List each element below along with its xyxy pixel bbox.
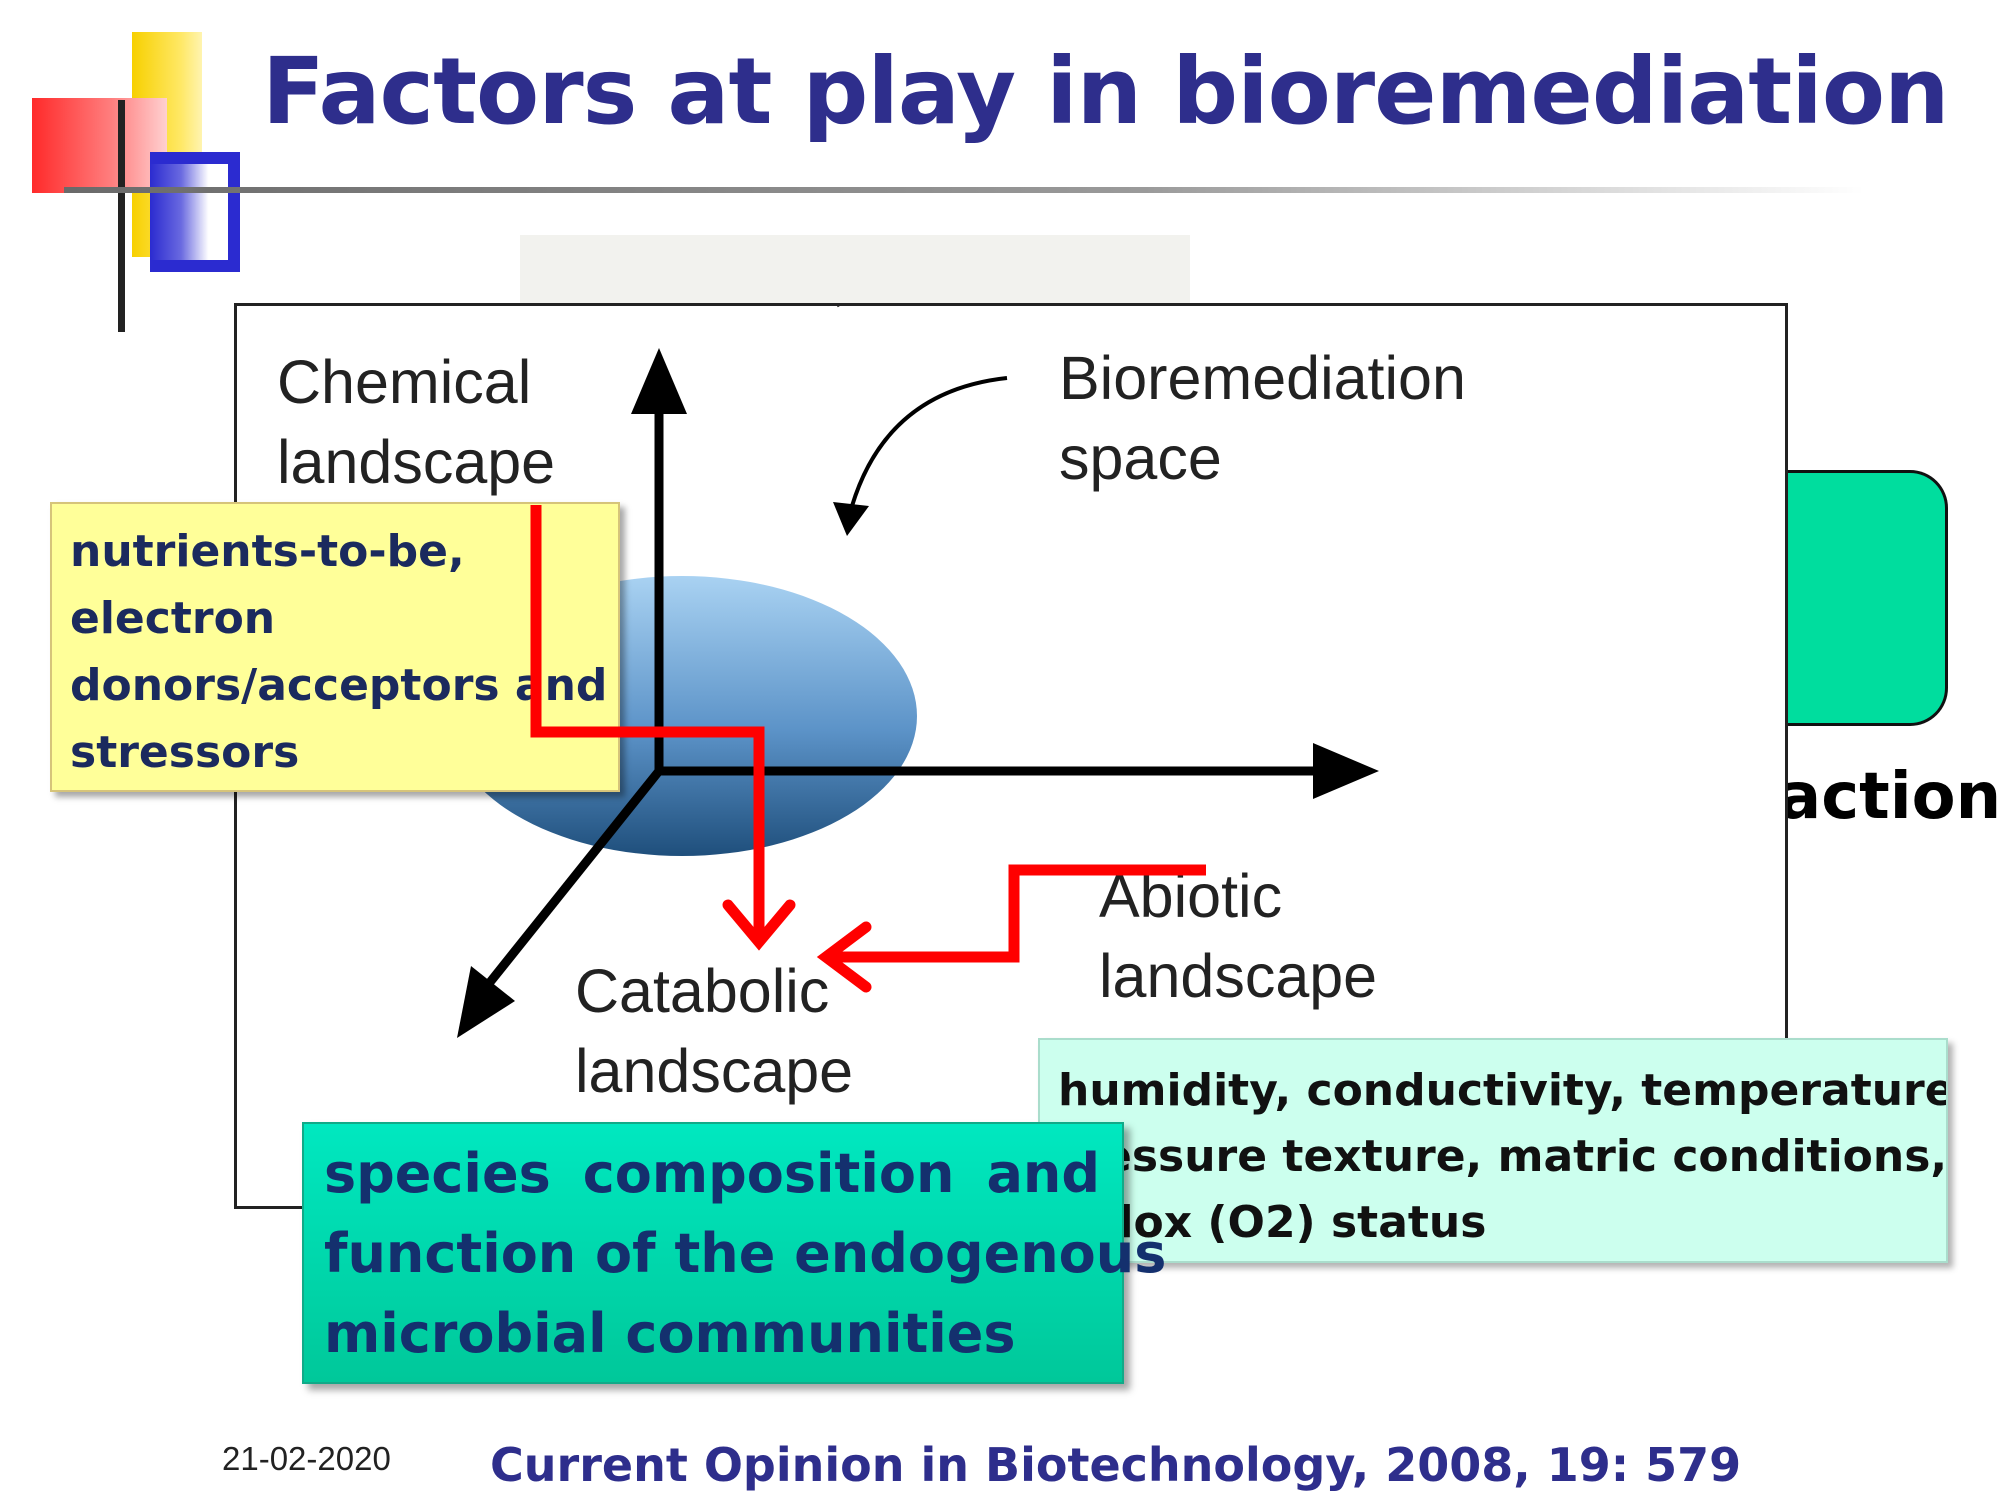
chemical-arrowhead: [722, 899, 796, 951]
abiotic-to-catabolic-arrow: [830, 864, 1206, 963]
abiotic-callout-line: humidity, conductivity, temperature,: [1058, 1065, 1948, 1116]
abiotic-callout-line: essure texture, matric conditions,: [1102, 1131, 1948, 1182]
chemical-callout-line: stressors: [70, 727, 300, 778]
slide-date: 21-02-2020: [222, 1440, 391, 1477]
abiotic-callout-box: humidity, conductivity, temperature, ess…: [1038, 1038, 1948, 1263]
x-axis-arrowhead: [1313, 743, 1379, 799]
y-axis-arrowhead: [631, 348, 687, 414]
catabolic-landscape-label: Catabolic landscape: [575, 957, 854, 1105]
deco-blue-square: [150, 152, 240, 272]
title-rule: [64, 187, 1864, 193]
catabolic-callout-line: function of the endogenous: [324, 1222, 1167, 1285]
background-partial-text: action: [1778, 760, 2000, 834]
catabolic-callout-line: species composition and: [324, 1142, 1100, 1205]
chemical-callout-line: nutrients-to-be,: [70, 526, 465, 577]
bioremediation-pointer-head: [833, 502, 869, 536]
deco-red-square: [32, 98, 167, 193]
bioremediation-space-label: Bioremediation space: [1059, 344, 1466, 492]
chemical-callout-line: electron: [70, 593, 276, 644]
chemical-callout-box: nutrients-to-be, electron donors/accepto…: [50, 502, 620, 792]
catabolic-callout-line: microbial communities: [324, 1302, 1016, 1365]
chemical-callout-line: donors/acceptors and: [70, 660, 608, 711]
reference-citation: Current Opinion in Biotechnology, 2008, …: [490, 1438, 1742, 1492]
catabolic-callout-box: species composition and function of the …: [302, 1122, 1167, 1384]
deco-vertical-line: [118, 100, 125, 332]
z-axis: [483, 768, 663, 989]
abiotic-callout-line: dox (O2) status: [1102, 1197, 1487, 1248]
z-axis-arrowhead: [457, 966, 515, 1038]
page-title: Factors at play in bioremediation: [262, 38, 1950, 145]
chemical-landscape-label: Chemical landscape: [277, 348, 556, 496]
abiotic-arrowhead: [816, 921, 872, 993]
bioremediation-pointer: [850, 376, 1008, 507]
chemical-to-catabolic-arrow: [530, 505, 765, 935]
